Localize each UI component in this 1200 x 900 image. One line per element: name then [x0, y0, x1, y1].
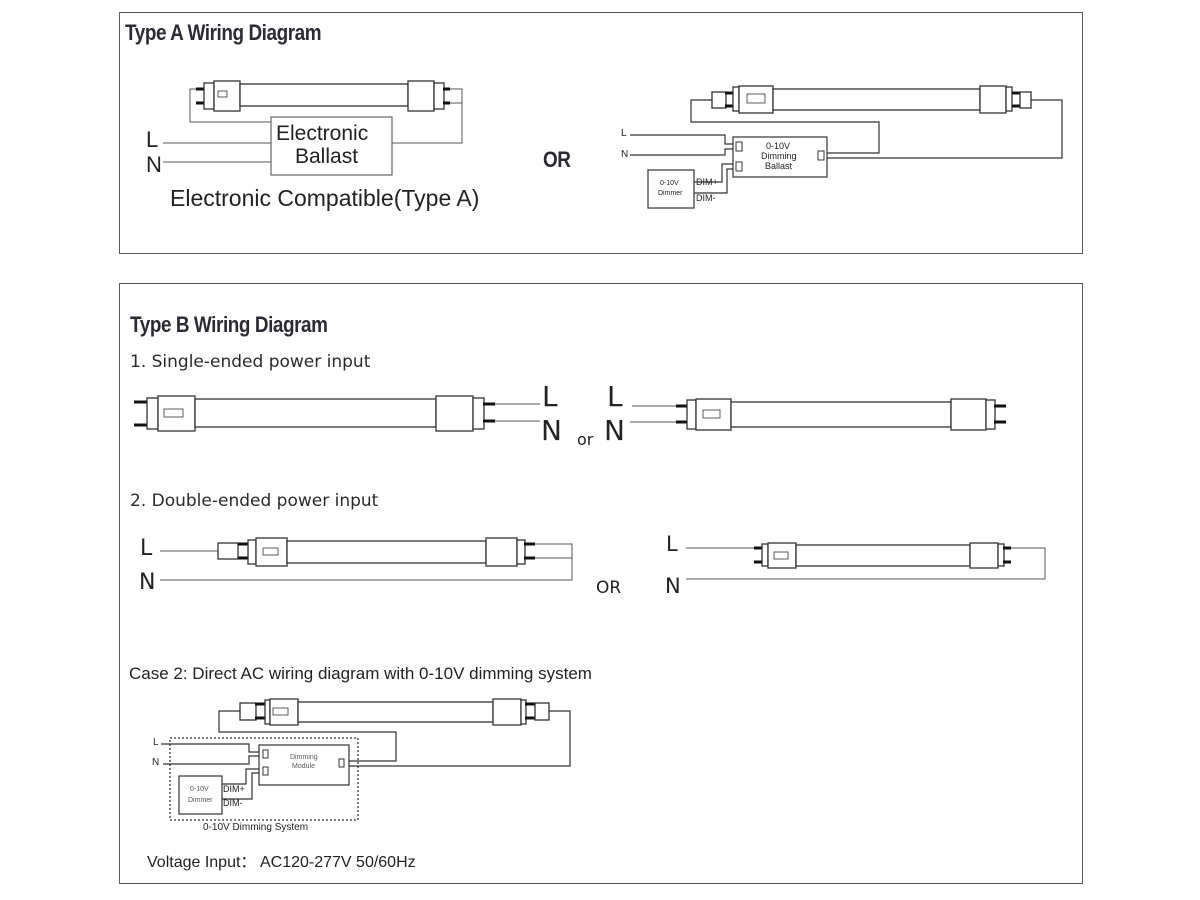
- tube-icon: [196, 80, 450, 112]
- voltage-input-label: Voltage Input： AC120-277V 50/60Hz: [147, 854, 416, 871]
- neutral-label: N: [621, 149, 629, 160]
- case2-heading: Case 2: Direct AC wiring diagram with 0-…: [129, 664, 592, 683]
- line-label: L: [607, 380, 623, 413]
- dim-minus-label: DIM-: [696, 193, 716, 203]
- neutral-label: N: [146, 152, 162, 177]
- dimmer-box: [178, 775, 223, 815]
- or-label: or: [577, 430, 594, 449]
- ballast-label-line2: Dimming: [761, 151, 797, 161]
- tube-icon: [754, 542, 1011, 569]
- electronic-ballast-box: [270, 116, 393, 176]
- dim-plus-label: DIM+: [223, 784, 245, 794]
- neutral-label: N: [665, 574, 681, 598]
- ballast-label-line2: Ballast: [295, 145, 359, 168]
- dim-plus-label: DIM+: [696, 177, 718, 187]
- line-label: L: [666, 532, 678, 556]
- line-label: L: [146, 127, 159, 152]
- neutral-label: N: [541, 414, 562, 447]
- tube-icon: [239, 698, 550, 726]
- line-label: L: [140, 536, 153, 561]
- line-label: L: [542, 380, 558, 413]
- tube-icon: [217, 537, 535, 567]
- dimmer-label-line1: 0-10V: [190, 786, 209, 793]
- or-label: OR: [543, 147, 571, 172]
- tube-icon: [134, 395, 495, 432]
- line-label: L: [153, 737, 159, 748]
- dimming-system-label: 0-10V Dimming System: [203, 822, 309, 833]
- dimmer-label-line2: Dimmer: [188, 797, 213, 804]
- ballast-label-line1: 0-10V: [766, 141, 791, 151]
- double-ended-heading: 2. Double-ended power input: [130, 491, 379, 511]
- module-label-line1: Dimming: [290, 754, 318, 761]
- dimmer-box: [647, 169, 695, 209]
- dimming-system-boundary: [169, 737, 359, 821]
- dimmer-label-line1: 0-10V: [660, 180, 679, 187]
- module-label-line2: Module: [292, 763, 315, 770]
- ballast-label-line3: Ballast: [765, 161, 793, 171]
- single-ended-heading: 1. Single-ended power input: [130, 352, 371, 372]
- ballast-label-line1: Electronic: [276, 122, 369, 145]
- neutral-label: N: [139, 570, 156, 595]
- or-label: OR: [596, 578, 622, 598]
- type-a-title: Type A Wiring Diagram: [125, 20, 322, 45]
- dim-minus-label: DIM-: [223, 798, 243, 808]
- neutral-label: N: [152, 757, 160, 768]
- type-b-title: Type B Wiring Diagram: [130, 312, 328, 337]
- line-label: L: [621, 128, 627, 139]
- dimming-module-box: [258, 744, 350, 786]
- dimming-ballast-box: [732, 136, 828, 178]
- tube-icon: [676, 398, 1006, 431]
- type-a-caption: Electronic Compatible(Type A): [170, 185, 480, 211]
- dimmer-label-line2: Dimmer: [658, 190, 683, 197]
- neutral-label: N: [604, 414, 625, 447]
